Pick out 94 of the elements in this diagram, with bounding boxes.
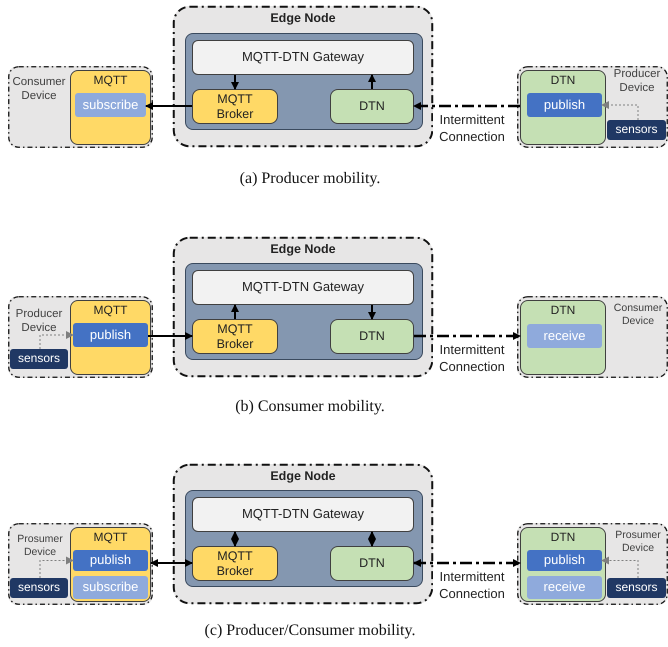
box-text: publish bbox=[544, 98, 586, 112]
dotted-arrow bbox=[601, 101, 638, 120]
device-label: Consumer Device bbox=[11, 76, 67, 104]
box-text: MQTT Broker bbox=[216, 549, 254, 578]
box-text: DTN bbox=[359, 556, 385, 571]
mqtt-box bbox=[192, 319, 278, 354]
dotted-arrow bbox=[601, 556, 638, 578]
device-label: Producer Device bbox=[14, 308, 64, 336]
mqtt-box bbox=[70, 527, 151, 602]
dtn-box bbox=[520, 70, 606, 145]
box-text: publish bbox=[544, 553, 586, 568]
sensors-box bbox=[10, 349, 68, 369]
box-text: publish bbox=[90, 553, 132, 568]
gateway-box bbox=[192, 270, 414, 305]
box-text: sensors bbox=[615, 123, 658, 137]
dtn-box bbox=[330, 546, 414, 581]
edge-node-box bbox=[173, 237, 433, 377]
arrow bbox=[231, 531, 239, 547]
figure-caption: (a) Producer mobility. bbox=[238, 170, 382, 188]
arrow bbox=[231, 304, 239, 319]
gateway-box bbox=[192, 40, 414, 75]
arrow bbox=[150, 559, 193, 567]
dtn-box bbox=[330, 89, 414, 124]
mqtt-box bbox=[192, 546, 278, 581]
box-text: MQTT Broker bbox=[216, 322, 254, 351]
publish-box bbox=[527, 550, 602, 571]
sensors-box bbox=[10, 578, 68, 598]
arrow bbox=[145, 102, 192, 110]
protocol-title: DTN bbox=[550, 531, 576, 545]
mqtt-box bbox=[70, 70, 151, 145]
device-box bbox=[517, 296, 668, 378]
edge-node-box bbox=[173, 464, 433, 604]
dotted-arrow bbox=[40, 331, 74, 350]
sensors-box bbox=[607, 578, 666, 598]
dtn-box bbox=[330, 319, 414, 354]
box-text: sensors bbox=[18, 352, 60, 366]
mqtt-box bbox=[70, 300, 151, 375]
box-text: MQTT-DTN Gateway bbox=[242, 507, 364, 522]
publish-box bbox=[73, 323, 148, 347]
protocol-title: DTN bbox=[550, 74, 576, 88]
device-box bbox=[8, 66, 153, 148]
box-text: subscribe bbox=[82, 98, 138, 112]
arrow bbox=[368, 305, 376, 320]
subscribe-box bbox=[527, 324, 602, 348]
box-text: DTN bbox=[359, 329, 385, 344]
box-text: sensors bbox=[18, 581, 60, 595]
intermittent-link bbox=[413, 102, 520, 110]
arrow bbox=[231, 75, 239, 90]
protocol-title: DTN bbox=[550, 304, 576, 318]
arrow bbox=[368, 531, 376, 547]
gateway-box bbox=[192, 497, 414, 532]
figure-caption: (b) Consumer mobility. bbox=[234, 398, 386, 416]
arrow bbox=[148, 332, 193, 340]
dtn-box bbox=[520, 300, 606, 375]
subscribe-box bbox=[73, 576, 148, 599]
subscribe-box bbox=[75, 93, 146, 117]
box-text: publish bbox=[90, 328, 132, 342]
publish-box bbox=[73, 550, 148, 571]
device-label: Consumer Device bbox=[612, 302, 664, 328]
device-box bbox=[8, 523, 153, 605]
device-box bbox=[517, 523, 668, 605]
subscribe-box bbox=[527, 576, 602, 599]
edge-node-title: Edge Node bbox=[269, 11, 337, 26]
arrow bbox=[368, 74, 376, 89]
panel-box bbox=[185, 490, 423, 587]
mqtt-box bbox=[192, 89, 278, 124]
device-label: Prosumer Device bbox=[16, 533, 64, 558]
intermittent-link bbox=[414, 332, 521, 340]
dtn-box bbox=[520, 527, 606, 602]
edge-node-box bbox=[173, 6, 433, 147]
edge-node-title: Edge Node bbox=[269, 242, 337, 256]
box-text: receive bbox=[544, 580, 586, 595]
sensors-box bbox=[607, 120, 666, 140]
panel-box bbox=[185, 263, 423, 360]
box-text: MQTT-DTN Gateway bbox=[242, 50, 364, 65]
device-box bbox=[8, 296, 153, 378]
panel-box bbox=[185, 33, 423, 130]
box-text: DTN bbox=[359, 99, 385, 114]
device-label: Producer Device bbox=[612, 68, 662, 96]
box-text: sensors bbox=[615, 581, 658, 595]
protocol-title: MQTT bbox=[92, 531, 128, 545]
figure-caption: (c) Producer/Consumer mobility. bbox=[204, 622, 416, 640]
publish-box bbox=[527, 93, 602, 117]
dotted-arrow bbox=[40, 556, 74, 578]
protocol-title: MQTT bbox=[92, 74, 128, 88]
box-text: MQTT-DTN Gateway bbox=[242, 280, 364, 295]
device-box bbox=[517, 66, 668, 148]
intermittent-link bbox=[413, 559, 521, 567]
device-label: Prosumer Device bbox=[614, 529, 662, 554]
box-text: receive bbox=[544, 328, 586, 344]
protocol-title: MQTT bbox=[92, 304, 128, 318]
edge-node-title: Edge Node bbox=[269, 469, 337, 484]
box-text: subscribe bbox=[82, 580, 138, 595]
box-text: MQTT Broker bbox=[216, 92, 254, 121]
